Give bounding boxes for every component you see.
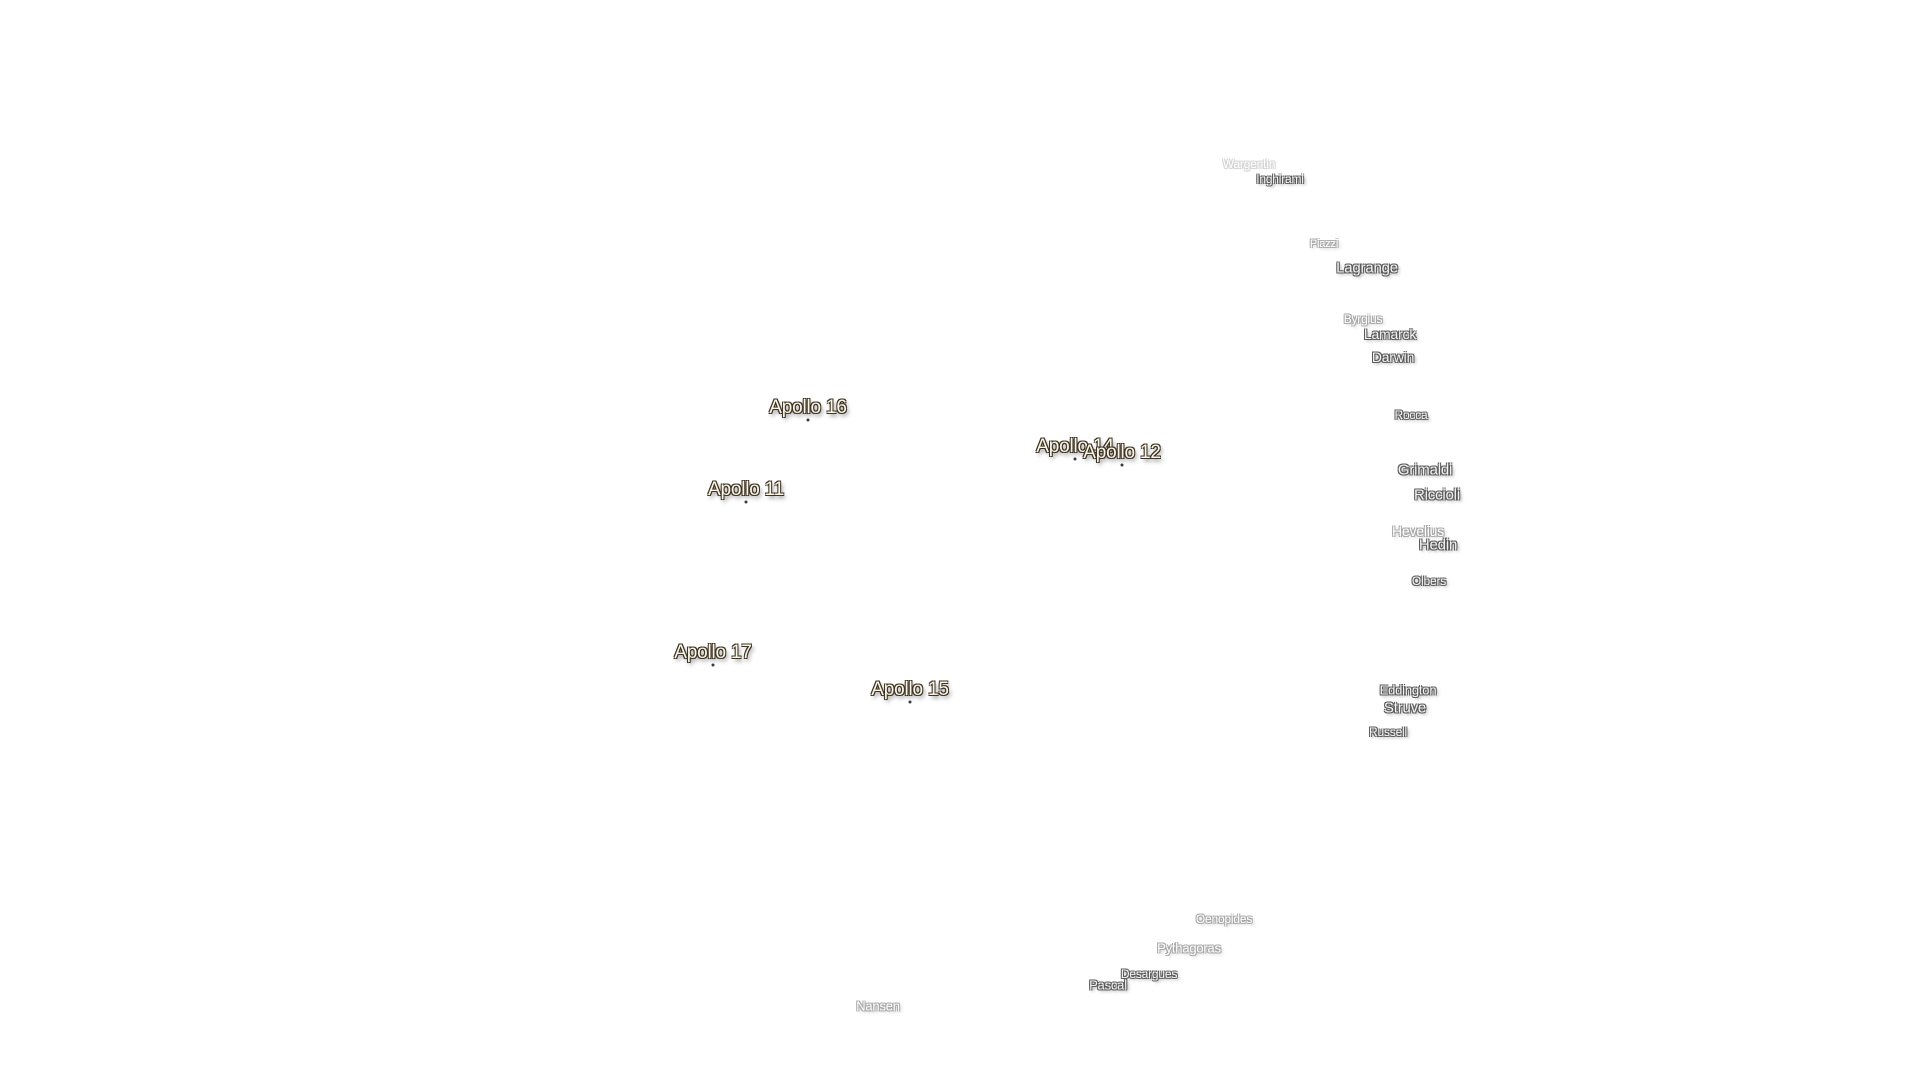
apollo-11-marker[interactable] [744, 500, 748, 504]
crater-label-nansen[interactable]: Nansen [856, 998, 900, 1014]
crater-label-struve[interactable]: Struve [1383, 699, 1427, 717]
crater-label-wargentin[interactable]: Wargentin [1222, 157, 1276, 171]
apollo-16-marker[interactable] [806, 418, 810, 422]
crater-label-desargues[interactable]: Desargues [1120, 967, 1178, 981]
crater-label-piazzi[interactable]: Piazzi [1309, 238, 1339, 250]
crater-label-hedin[interactable]: Hedin [1418, 536, 1458, 554]
crater-label-lagrange[interactable]: Lagrange [1336, 259, 1398, 277]
crater-label-byrgius[interactable]: Byrgius [1343, 312, 1383, 326]
crater-label-russell[interactable]: Russell [1369, 725, 1407, 739]
crater-label-riccioli[interactable]: Riccioli [1414, 486, 1460, 504]
crater-label-pythagoras[interactable]: Pythagoras [1157, 940, 1221, 956]
apollo-14-marker[interactable] [1073, 457, 1077, 461]
crater-label-darwin[interactable]: Darwin [1371, 349, 1415, 365]
apollo-16-label[interactable]: Apollo 16 [769, 397, 847, 418]
apollo-12-label[interactable]: Apollo 12 [1083, 442, 1161, 463]
apollo-15-label[interactable]: Apollo 15 [871, 679, 949, 700]
apollo-12-marker[interactable] [1120, 463, 1124, 467]
crater-label-hevelius[interactable]: Hevelius [1391, 523, 1445, 539]
apollo-15-marker[interactable] [908, 700, 912, 704]
apollo-17-marker[interactable] [711, 663, 715, 667]
apollo-14-label[interactable]: Apollo 14 [1036, 436, 1114, 457]
crater-label-eddington[interactable]: Eddington [1379, 682, 1437, 698]
crater-label-olbers[interactable]: Olbers [1411, 574, 1447, 588]
crater-label-grimaldi[interactable]: Grimaldi [1397, 461, 1453, 479]
crater-label-oenopides[interactable]: Oenopides [1195, 912, 1253, 926]
apollo-11-label[interactable]: Apollo 11 [707, 479, 785, 500]
crater-label-rocca[interactable]: Rocca [1394, 408, 1428, 422]
crater-label-inghirami[interactable]: Inghirami [1256, 172, 1304, 186]
crater-label-pascal[interactable]: Pascal [1089, 977, 1127, 993]
apollo-17-label[interactable]: Apollo 17 [674, 642, 752, 663]
crater-label-lamarck[interactable]: Lamarck [1363, 326, 1417, 342]
